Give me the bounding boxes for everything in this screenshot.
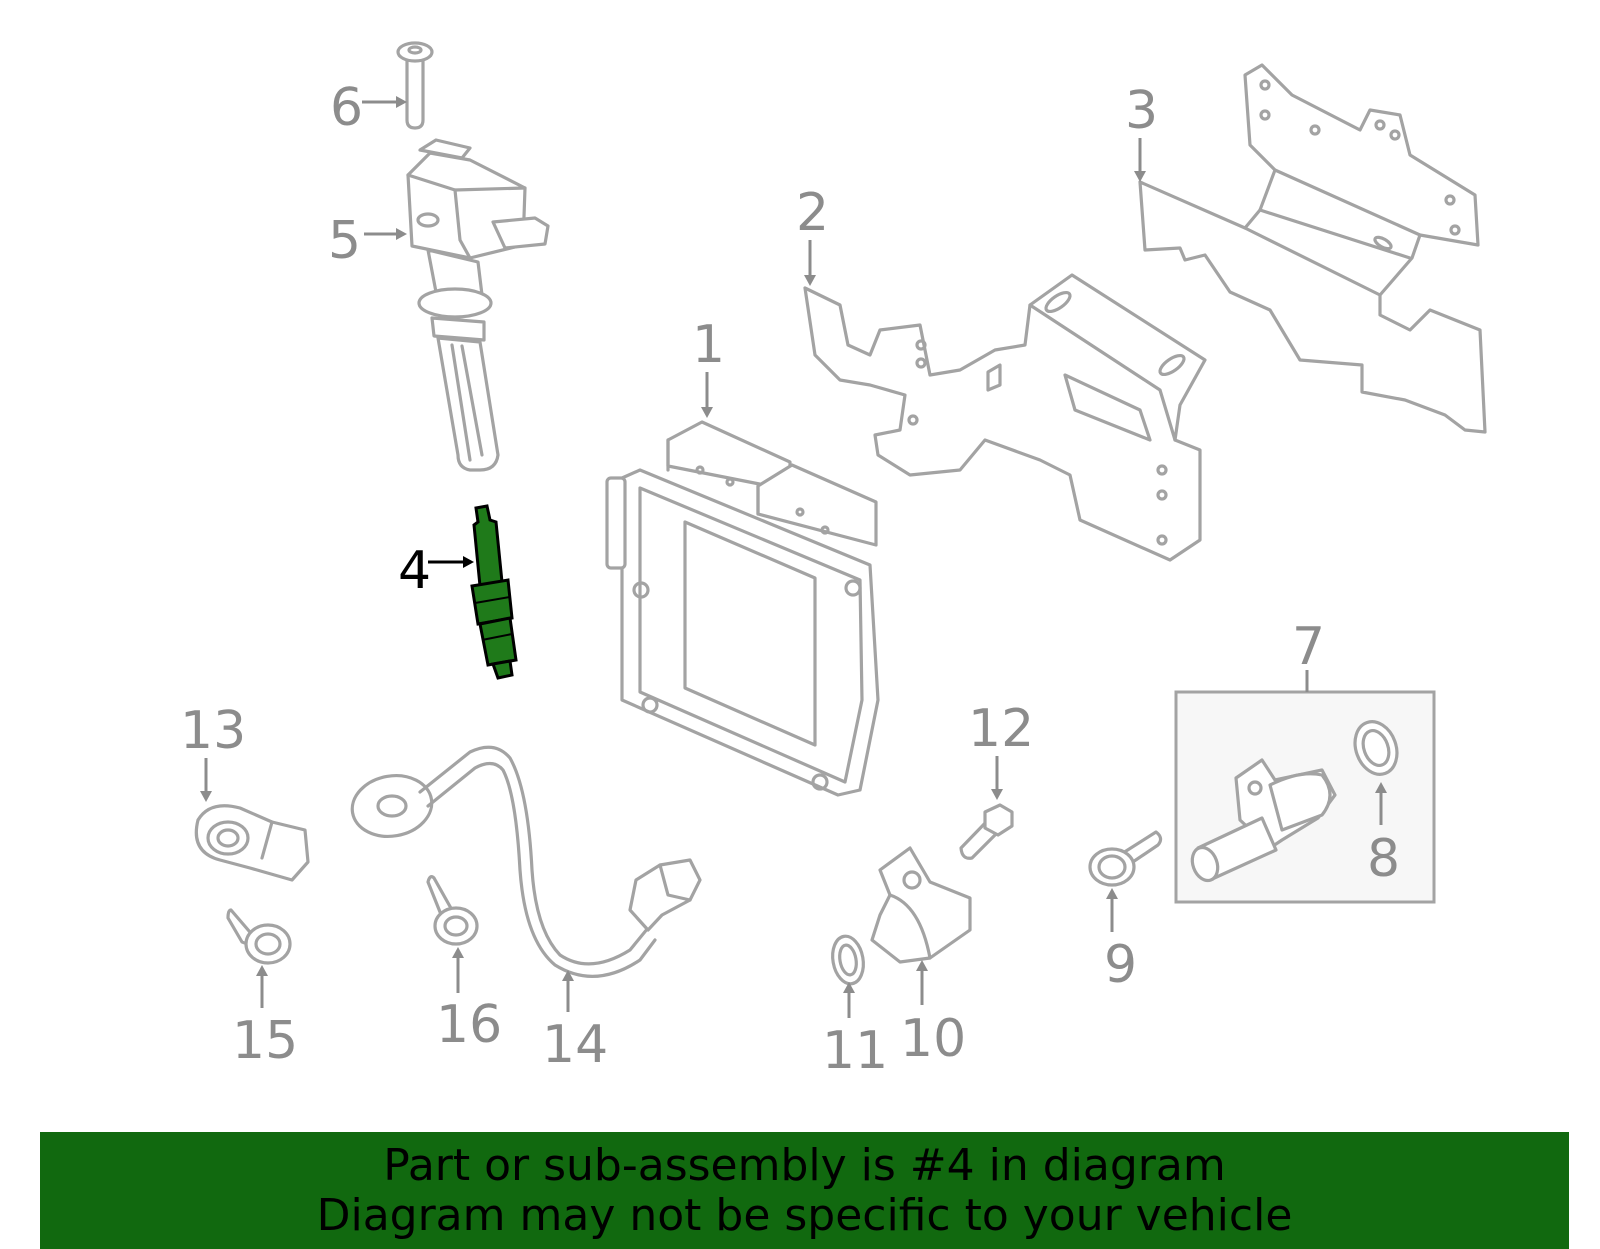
callout-5-leader [364,228,407,240]
part-7-camshaft-sensor[interactable] [1188,758,1337,884]
part-15-bolt[interactable] [226,908,292,965]
callout-6-leader [362,96,407,108]
part-4-spark-plug[interactable] [470,504,518,680]
part-9-bolt[interactable] [1088,830,1163,887]
callout-10-leader [916,960,928,1005]
callout-2-leader [804,240,816,286]
part-8-o-ring[interactable] [1348,716,1404,780]
callout-13-leader [200,758,212,802]
callout-5[interactable]: 5 [328,211,361,271]
callout-9-leader [1106,888,1118,932]
part-13-knock-sensor[interactable] [194,804,310,882]
callout-6[interactable]: 6 [330,78,363,138]
part-2-bracket[interactable] [803,273,1207,562]
callout-4[interactable]: 4 [398,541,431,601]
callout-9[interactable]: 9 [1104,935,1137,995]
banner-line-2: Diagram may not be specific to your vehi… [316,1189,1293,1241]
part-14-sensor-harness[interactable] [347,745,702,978]
callout-16[interactable]: 16 [436,995,502,1055]
part-6-bolt[interactable] [396,41,434,130]
callout-12[interactable]: 12 [968,699,1034,759]
callout-15[interactable]: 15 [232,1011,298,1071]
callout-11-leader [843,982,855,1018]
callout-10[interactable]: 10 [900,1009,966,1069]
part-16-bolt[interactable] [426,875,479,946]
banner-line-1: Part or sub-assembly is #4 in diagram [383,1139,1226,1191]
part-3-bracket[interactable] [1138,63,1487,434]
callout-15-leader [256,965,268,1008]
callout-3-leader [1134,138,1146,182]
callout-16-leader [452,947,464,993]
part-10-crankshaft-sensor[interactable] [870,846,972,964]
callout-12-leader [991,756,1003,800]
callout-8[interactable]: 8 [1367,829,1400,889]
callout-11[interactable]: 11 [822,1021,888,1081]
callout-8-leader [1375,782,1387,825]
part-11-o-ring[interactable] [829,934,867,986]
callout-14-leader [562,970,574,1012]
callout-1-leader [701,372,713,418]
callout-2[interactable]: 2 [796,183,829,243]
part-5-ignition-coil[interactable] [406,138,550,472]
callout-3[interactable]: 3 [1125,81,1158,141]
info-banner: Part or sub-assembly is #4 in diagram Di… [40,1132,1569,1249]
callout-4-leader [428,556,474,568]
part-1-engine-control-module[interactable] [605,420,880,797]
callout-13[interactable]: 13 [180,701,246,761]
callout-1[interactable]: 1 [692,315,725,375]
part-12-bolt[interactable] [959,803,1014,860]
callout-7[interactable]: 7 [1292,617,1325,677]
callout-14[interactable]: 14 [542,1015,608,1075]
